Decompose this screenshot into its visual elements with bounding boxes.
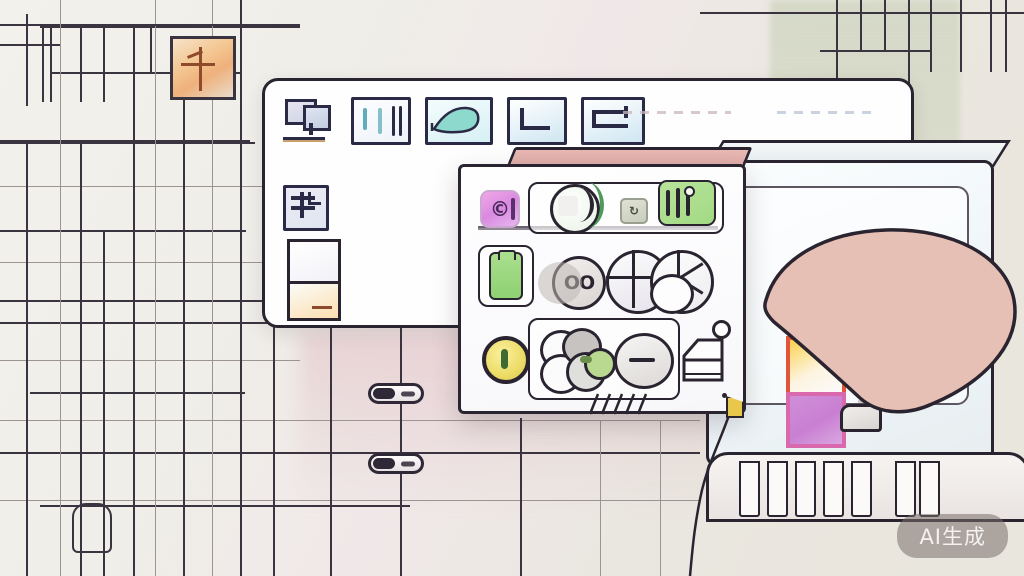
dock-key[interactable] <box>895 461 916 517</box>
sidebar-item-blank-card[interactable] <box>287 239 341 285</box>
tile-thumbnail-violet[interactable] <box>786 392 846 448</box>
bottom-dock-keys[interactable] <box>706 452 1024 522</box>
ai-generated-watermark: AI生成 <box>897 514 1008 558</box>
curve-fill-icon[interactable] <box>425 97 493 145</box>
back-window-sidebar <box>283 185 341 321</box>
dock-key[interactable] <box>823 461 844 517</box>
watermark-label: AI生成 <box>919 525 986 549</box>
aperture-pie-icon[interactable] <box>606 250 714 314</box>
placeholder-line-left <box>623 111 731 114</box>
small-grey-button[interactable] <box>840 404 882 432</box>
capsule-toggle-4[interactable] <box>368 453 424 474</box>
dock-key[interactable] <box>767 461 788 517</box>
placeholder-line-right <box>777 111 877 114</box>
clover-shapes-icon[interactable] <box>540 326 616 394</box>
hatch-marks <box>588 393 648 415</box>
signal-bars-icon[interactable] <box>658 180 716 226</box>
copyright-badge-icon[interactable]: © <box>480 190 520 228</box>
binoculars-icon-shadow <box>538 262 582 304</box>
status-ring-icon <box>712 320 731 339</box>
volume-wave-icon[interactable] <box>548 182 604 234</box>
dock-key[interactable] <box>851 461 872 517</box>
overlapping-panes-icon[interactable] <box>283 97 337 143</box>
capsule-toggle-3[interactable] <box>368 383 424 404</box>
hand-pointer-shape <box>756 208 1024 418</box>
battery-icon[interactable] <box>489 250 523 300</box>
dock-key[interactable] <box>919 461 940 517</box>
refresh-small-icon[interactable]: ↻ <box>620 198 648 224</box>
rounded-door-outline <box>72 503 112 553</box>
dock-key[interactable] <box>795 461 816 517</box>
grid-thumbnail-orange[interactable] <box>170 36 236 100</box>
sidebar-item-thumbnail[interactable] <box>287 281 341 321</box>
corner-bracket-icon[interactable] <box>507 97 567 145</box>
folded-corner-icon[interactable] <box>680 334 726 384</box>
back-window-toolbar <box>283 97 645 145</box>
dock-key[interactable] <box>739 461 760 517</box>
flag-crop-icon[interactable] <box>581 97 645 145</box>
record-dot-icon[interactable] <box>482 336 530 384</box>
sidebar-item-layers[interactable] <box>283 185 329 231</box>
status-dot-icon <box>722 393 727 398</box>
columns-icon[interactable] <box>351 97 411 145</box>
minus-circle-icon[interactable] <box>614 333 674 389</box>
